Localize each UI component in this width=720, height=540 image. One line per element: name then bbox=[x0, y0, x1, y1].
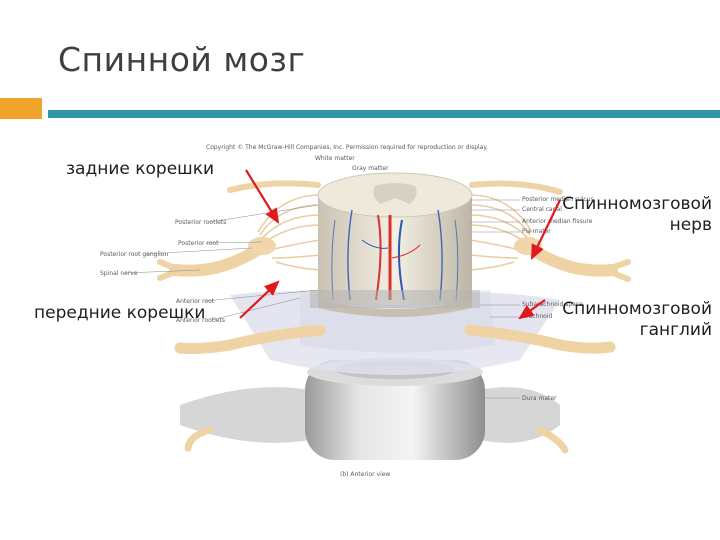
label-spinal-nerve-small: Spinal nerve bbox=[100, 270, 138, 277]
copyright-notice: Copyright © The McGraw-Hill Companies, I… bbox=[206, 144, 488, 151]
label-spinal-ganglion: Спинномозговой ганглий bbox=[562, 299, 712, 342]
label-gray-matter: Gray matter bbox=[352, 165, 389, 172]
label-spinal-ganglion-line2: ганглий bbox=[562, 320, 712, 341]
posterior-root-ganglion-left bbox=[248, 237, 276, 255]
label-posterior-root: Posterior root bbox=[178, 240, 219, 247]
label-white-matter: White matter bbox=[315, 155, 355, 162]
label-spinal-ganglion-line1: Спинномозговой bbox=[562, 299, 712, 320]
label-dura-mater: Dura mater bbox=[522, 395, 557, 402]
figure-caption: (b) Anterior view bbox=[340, 471, 390, 478]
label-spinal-nerve-line2: нерв bbox=[562, 215, 712, 236]
label-spinal-nerve: Спинномозговой нерв bbox=[562, 194, 712, 237]
dura-collar bbox=[310, 290, 480, 308]
label-spinal-nerve-line1: Спинномозговой bbox=[562, 194, 712, 215]
label-anterior-roots: передние корешки bbox=[34, 303, 205, 324]
label-posterior-rootlets: Posterior rootlets bbox=[175, 219, 226, 226]
label-posterior-root-ganglion: Posterior root ganglion bbox=[100, 251, 168, 258]
label-posterior-roots: задние корешки bbox=[66, 159, 214, 180]
arrow-posterior-roots bbox=[246, 170, 278, 222]
